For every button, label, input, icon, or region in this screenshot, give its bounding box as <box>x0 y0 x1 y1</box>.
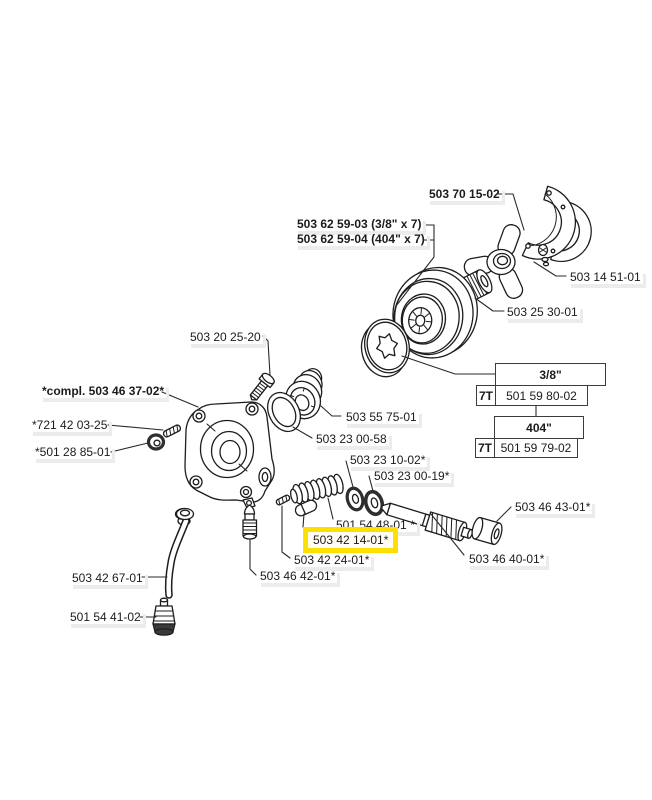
part-label-pump-shaft: 503 46 40-01* <box>469 552 545 566</box>
pump-shaft-drawing <box>380 502 473 542</box>
washer-b-drawing <box>363 489 385 517</box>
part-label-washer-a: 503 23 10-02* <box>350 453 426 467</box>
clutch-bolt-drawing <box>537 243 550 267</box>
sprocket-table-38-header: 3/8" <box>495 363 606 386</box>
sprocket-table-404-teeth: 7T <box>475 438 495 458</box>
part-label-roll-pin-left: *721 42 03-25 <box>32 418 108 432</box>
part-label-small-pin: 503 42 24-01* <box>294 553 370 567</box>
part-label-piston: 503 42 14-01* <box>313 533 389 547</box>
clutch-drum-drawing <box>392 266 478 359</box>
leader-lines <box>107 193 567 618</box>
part-label-washer-b: 503 23 00-19* <box>374 469 450 483</box>
highlighted-part-label: 503 42 14-01* <box>303 527 399 553</box>
part-label-drum-404: 503 62 59-04 (404" x 7) <box>297 232 425 246</box>
part-label-clutch-bolt: 503 14 51-01 <box>570 270 641 284</box>
part-label-washer-left: *501 28 85-01 <box>35 445 111 459</box>
oil-hose-drawing <box>164 507 195 599</box>
washer-drawing <box>146 433 166 451</box>
part-label-oil-hose: 503 42 67-01 <box>72 571 143 585</box>
washer-a-drawing <box>345 486 365 512</box>
pump-screw-drawing <box>249 372 275 401</box>
part-label-screw: 503 20 25-20 <box>190 330 261 344</box>
sprocket-table-38-teeth: 7T <box>476 385 496 406</box>
spring-drawing <box>289 473 344 505</box>
piston-drawing <box>294 499 318 517</box>
part-label-oil-filter: 501 54 41-02 <box>70 610 141 624</box>
oil-filter-drawing <box>152 597 176 636</box>
part-label-worm-gear: 503 55 75-01 <box>346 410 417 424</box>
sprocket-table-404-header: 404" <box>494 416 584 439</box>
pump-body-drawing <box>174 401 275 526</box>
clutch-spider-drawing <box>463 224 524 299</box>
part-label-oring: 503 23 00-58 <box>316 432 387 446</box>
cylinder-drawing <box>471 516 503 546</box>
sprocket-table-404-part: 501 59 79-02 <box>494 438 578 458</box>
sprocket-table-38-part: 501 59 80-02 <box>495 385 588 406</box>
part-label-needle-bearing: 503 25 30-01 <box>507 305 578 319</box>
oring-drawing <box>266 391 302 433</box>
part-label-pump-complete: *compl. 503 46 37-02* <box>42 384 165 398</box>
part-label-valve: 503 46 42-01* <box>260 569 336 583</box>
clutch-shoes-drawing <box>521 185 592 262</box>
roll-pin-drawing <box>162 424 182 438</box>
valve-drawing <box>242 504 258 540</box>
part-label-drum-38: 503 62 59-03 (3/8" x 7) <box>297 217 422 231</box>
part-label-cylinder: 503 46 43-01* <box>515 500 591 514</box>
part-label-clutch-assembly: 503 70 15-02 <box>429 187 500 201</box>
rim-sprocket-drawing <box>360 318 410 378</box>
small-pin-drawing <box>275 494 291 506</box>
